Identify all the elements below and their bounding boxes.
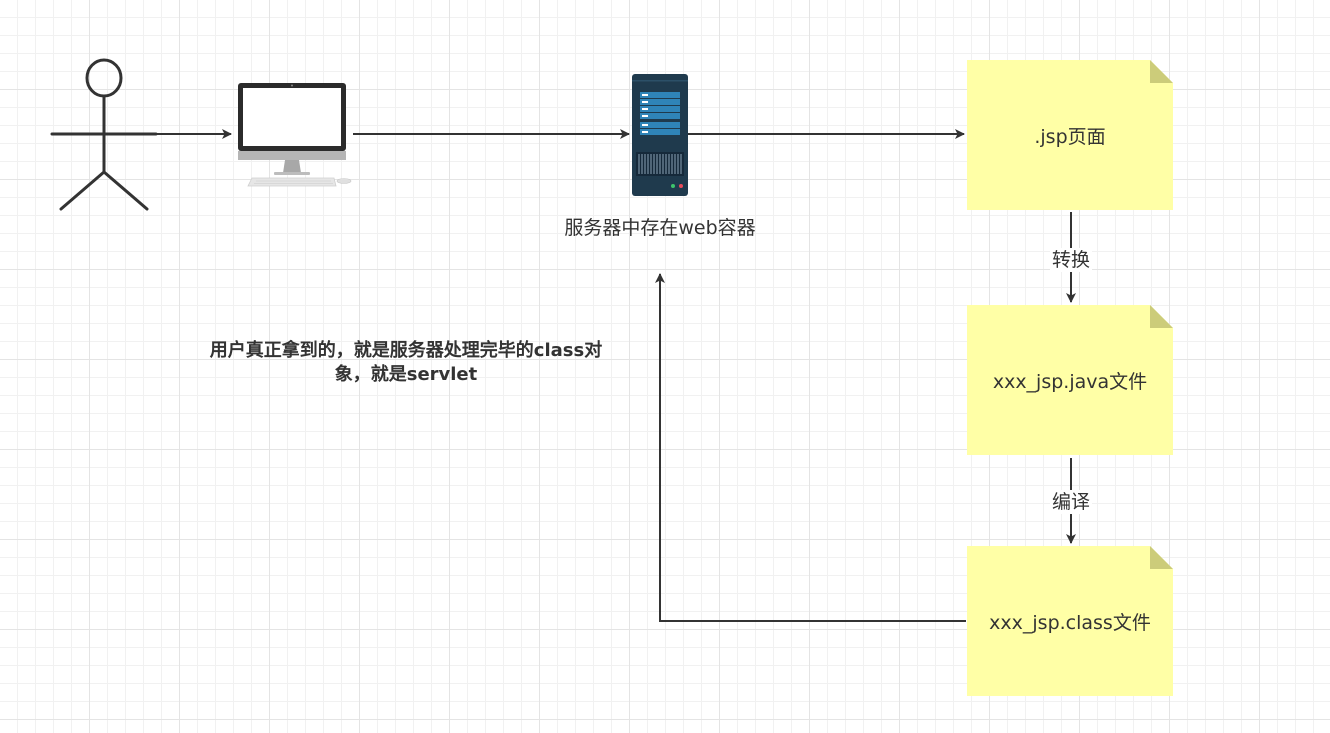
note-shape xyxy=(967,60,1173,210)
note-jsp-page-label: .jsp页面 xyxy=(1034,125,1106,148)
actor-icon xyxy=(50,58,158,211)
server-icon xyxy=(632,74,688,196)
note-class-file-label: xxx_jsp.class文件 xyxy=(989,611,1151,634)
note-shape xyxy=(967,305,1173,455)
desktop-computer-icon xyxy=(238,83,352,187)
note-class-file[interactable]: xxx_jsp.class文件 xyxy=(967,546,1173,696)
edge-label-convert: 转换 xyxy=(1050,248,1093,272)
arrow-class-to-server xyxy=(655,273,966,622)
note-jsp-page[interactable]: .jsp页面 xyxy=(967,60,1173,210)
note-shape xyxy=(967,546,1173,696)
edge-label-compile: 编译 xyxy=(1050,490,1093,514)
annotation-text: 用户真正拿到的，就是服务器处理完毕的class对象，就是servlet xyxy=(209,340,603,385)
note-java-file-label: xxx_jsp.java文件 xyxy=(992,370,1148,393)
server-label: 服务器中存在web容器 xyxy=(564,217,756,239)
note-java-file[interactable]: xxx_jsp.java文件 xyxy=(967,305,1173,455)
